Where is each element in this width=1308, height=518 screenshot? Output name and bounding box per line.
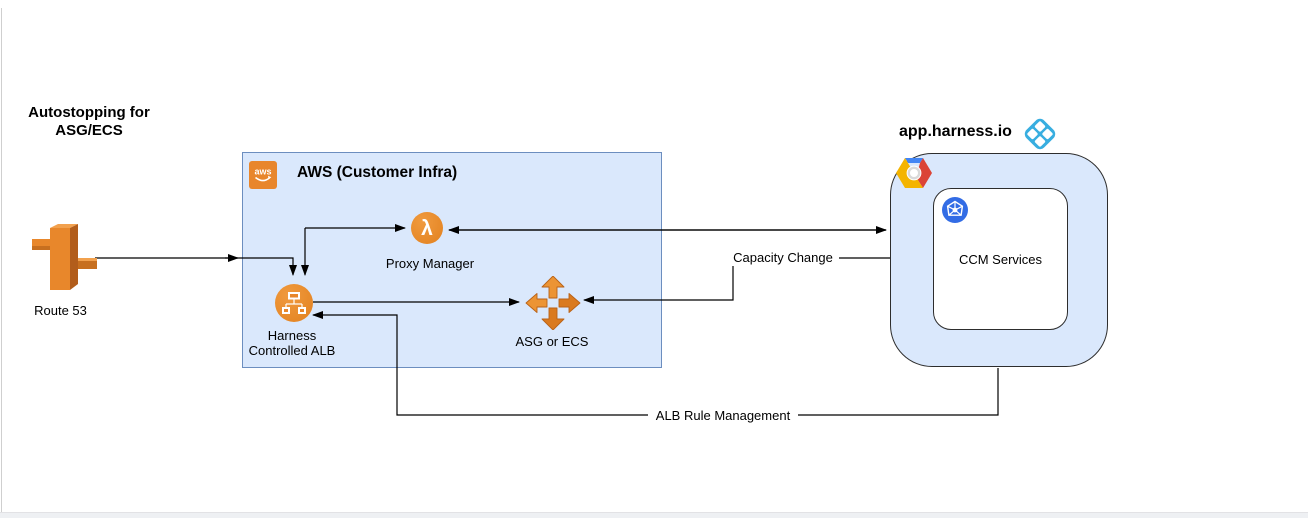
aws-group-title: AWS (Customer Infra) xyxy=(297,164,458,181)
canvas-left-border xyxy=(1,8,2,512)
load-balancer-icon xyxy=(275,284,313,322)
ccm-services-label: CCM Services xyxy=(958,252,1043,267)
gcp-logo-icon xyxy=(896,156,932,190)
route53-signpost-icon xyxy=(30,220,98,294)
alb-label: Harness Controlled ALB xyxy=(248,328,336,358)
kubernetes-icon xyxy=(941,196,969,224)
asg-label: ASG or ECS xyxy=(515,334,589,349)
route53-label: Route 53 xyxy=(34,303,87,318)
capacity-change-edge-label: Capacity Change xyxy=(727,250,839,266)
lambda-icon: λ xyxy=(411,212,443,244)
harness-group-title: app.harness.io xyxy=(899,123,1012,140)
alb-rule-management-edge-label: ALB Rule Management xyxy=(648,408,798,424)
lambda-glyph: λ xyxy=(421,216,433,240)
proxy-manager-label: Proxy Manager xyxy=(385,256,475,271)
autoscaling-arrows-icon xyxy=(524,276,582,330)
aws-logo-text: aws xyxy=(254,167,271,177)
canvas-bottom-strip xyxy=(0,512,1308,518)
aws-logo: aws xyxy=(249,161,277,189)
harness-logo-icon xyxy=(1023,117,1057,151)
diagram-title: Autostopping for ASG/ECS xyxy=(28,104,150,139)
